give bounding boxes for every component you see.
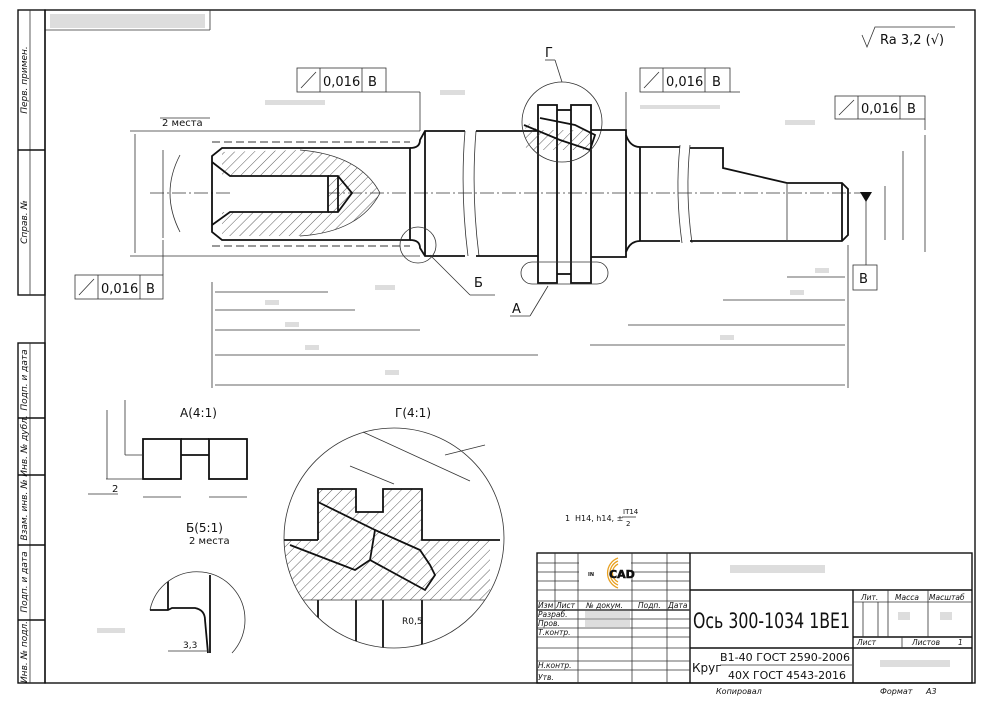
callout-g: Г: [545, 46, 553, 61]
role-norm-control: Н.контр.: [538, 661, 572, 670]
callout-b: Б: [474, 276, 483, 291]
strip-label: Взам. инв. №: [20, 479, 30, 540]
detail-g: Г(4:1) R0,5: [283, 406, 505, 649]
detail-b-marker: [399, 226, 437, 264]
detail-a-marker: [520, 261, 609, 285]
places-note: 2 места: [162, 118, 203, 129]
title-block: IN CAD Изм Лист № докум. Подп. Дата Разр…: [536, 552, 973, 696]
runout-icon: [838, 99, 855, 116]
format-label: Формат: [880, 687, 913, 696]
role-checker: Пров.: [538, 619, 560, 628]
roughness-text: Ra 3,2 (√): [880, 33, 944, 48]
strip-label: Инв. № дубл.: [20, 415, 30, 477]
note-index: 1: [565, 514, 570, 523]
roughness-mark: Ra 3,2 (√): [861, 26, 955, 49]
main-view: [130, 59, 926, 388]
datum-triangle: [860, 192, 872, 202]
lit-label: Лит.: [860, 593, 878, 602]
strip-label: Инв. № подл.: [20, 621, 30, 683]
material-prefix: Круг: [692, 661, 722, 675]
runout-icon: [78, 278, 95, 296]
runout-icon: [643, 71, 660, 89]
detail-g-title: Г(4:1): [395, 406, 431, 420]
incad-logo: IN CAD: [579, 555, 635, 589]
detail-g-radius: R0,5: [402, 617, 423, 627]
tolerance-frame: 0,016 B: [296, 67, 387, 93]
technical-note: 1 H14, h14, ± IT14 2: [565, 508, 639, 528]
logo-prefix: IN: [588, 572, 594, 578]
tolerance-value: 0,016: [666, 75, 703, 90]
tolerance-frame: 0,016 B: [74, 274, 164, 300]
strip-label: Подп. и дата: [20, 349, 30, 410]
detail-a-dim: 2: [112, 484, 118, 495]
blurred-name: [730, 565, 825, 573]
scale-label: Масштаб: [929, 593, 965, 602]
header-sign: Подп.: [638, 601, 661, 610]
sheet-frame: [44, 9, 976, 684]
tolerance-datum: B: [907, 102, 916, 117]
tolerance-value: 0,016: [861, 102, 898, 117]
tolerance-datum: B: [368, 75, 377, 90]
side-strip: Перв. примен. Справ. № Подп. и дата Инв.…: [17, 9, 46, 684]
strip-label: Справ. №: [20, 200, 30, 244]
role-approved: Утв.: [538, 673, 554, 682]
header-date: Дата: [667, 601, 688, 610]
material-top: В1-40 ГОСТ 2590-2006: [720, 651, 850, 664]
strip-label: Перв. примен.: [20, 46, 30, 114]
logo-text: CAD: [609, 568, 635, 581]
runout-icon: [300, 71, 317, 89]
copied-label: Копировал: [716, 687, 762, 696]
sheet-label: Лист: [856, 638, 877, 647]
detail-a-title: А(4:1): [180, 406, 217, 420]
blurred-dimensions: [265, 90, 829, 375]
header-list: Лист: [555, 601, 576, 610]
datum-label: B: [859, 272, 868, 287]
tolerance-frame: 0,016 B: [834, 95, 926, 120]
detail-b-title: Б(5:1): [186, 521, 223, 535]
sheets-label: Листов: [911, 638, 940, 647]
header-izm: Изм: [538, 601, 554, 610]
callout-a: А: [512, 302, 521, 317]
mass-label: Масса: [895, 593, 919, 602]
note-text: H14, h14, ±: [575, 514, 623, 523]
tolerance-value: 0,016: [101, 282, 138, 297]
tolerance-datum: B: [712, 75, 721, 90]
note-numerator: IT14: [623, 508, 639, 516]
blurred-stamp: [50, 14, 205, 28]
role-tech-control: Т.контр.: [538, 628, 571, 637]
detail-b-dim: 3,3: [183, 641, 197, 651]
part-designation: Ось 300-1034 1ВЕ1: [693, 609, 850, 633]
sheets-value: 1: [958, 638, 963, 647]
strip-label: Подп. и дата: [20, 551, 30, 612]
detail-b: Б(5:1) 2 места 3,3: [97, 521, 246, 654]
header-doc: № докум.: [585, 601, 623, 610]
material-bottom: 40Х ГОСТ 4543-2016: [728, 669, 846, 682]
detail-a: А(4:1) 2: [88, 400, 248, 498]
role-developer: Разраб.: [538, 610, 567, 619]
tolerance-value: 0,016: [323, 75, 360, 90]
detail-b-note: 2 места: [189, 536, 230, 547]
tolerance-frame: 0,016 B: [639, 67, 731, 93]
datum-box: [852, 264, 878, 291]
note-denominator: 2: [626, 520, 630, 528]
tolerance-datum: B: [146, 282, 155, 297]
format-value: А3: [925, 687, 937, 696]
